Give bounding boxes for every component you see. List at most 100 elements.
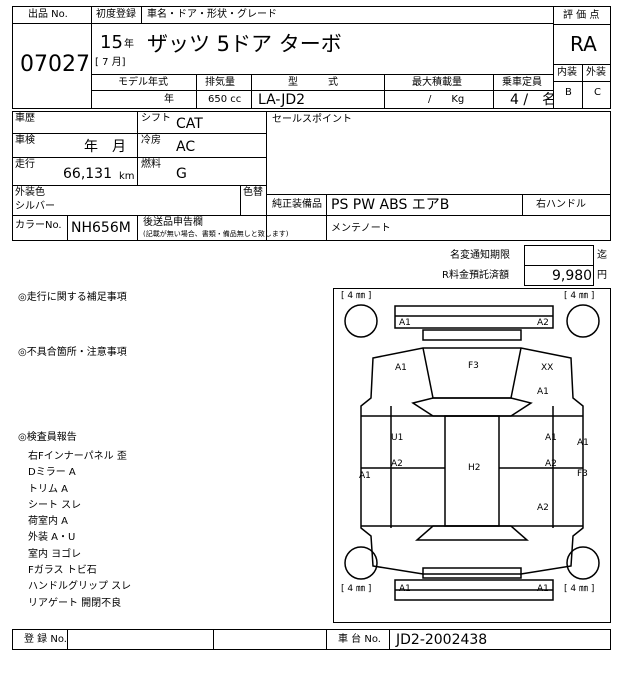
max-load-label: 最大積載量	[412, 77, 462, 88]
inspection-label: 車検	[15, 135, 35, 146]
recycle-value: 9,980	[552, 268, 593, 284]
recycle-label: R料金預託済額	[442, 270, 509, 281]
tire-depth-rear-left: [ 4 ㎜ ]	[341, 584, 371, 594]
score-value: RA	[570, 32, 597, 56]
mileage-unit: km	[119, 171, 135, 182]
type-label: 型 式	[288, 77, 338, 88]
rear-garnish	[422, 567, 522, 579]
rear-bumper-outline	[394, 579, 554, 601]
mileage-label: 走行	[15, 159, 35, 170]
inspector-item: 室内 ヨゴレ	[28, 548, 82, 560]
tire-depth-rear-right: [ 4 ㎜ ]	[564, 584, 594, 594]
inspector-item: 荷室内 A	[28, 516, 69, 528]
mark-right-front-door-a1: A1	[545, 433, 557, 443]
ext-color-value: シルバー	[15, 201, 55, 212]
aircon-label: 冷房	[141, 135, 161, 146]
sales-points-label: セールスポイント	[272, 114, 352, 125]
front-left-tire-icon	[344, 304, 378, 338]
score-label: 評 価 点	[563, 10, 600, 21]
steering-value: 右ハンドル	[536, 199, 586, 210]
color-no-label: カラーNo.	[15, 220, 62, 231]
equipment-value: PS PW ABS エアB	[331, 197, 450, 213]
chassis-label: 車 台 No.	[338, 634, 381, 645]
notice-unit: 迄	[597, 250, 607, 261]
body-outline	[360, 347, 584, 575]
fuel-label: 燃料	[141, 159, 161, 170]
equipment-label: 純正装備品	[272, 199, 322, 210]
inspector-item: Fガラス トビ石	[28, 565, 97, 577]
rear-window-outline	[415, 525, 529, 541]
mark-front-bumper-left: A1	[399, 318, 411, 328]
doc-note: (記載が無い場合、書類・備品無しと致します)	[143, 230, 289, 238]
inspector-item: シート スレ	[28, 499, 82, 511]
inspector-item: ハンドルグリップ スレ	[28, 581, 132, 593]
inspector-items: 右Fインナーパネル 歪 Dミラー A トリム A シート スレ 荷室内 A 外装…	[28, 447, 318, 610]
mark-windshield-right: F3	[577, 469, 588, 479]
front-grille	[422, 329, 522, 341]
exterior-grade: C	[594, 87, 601, 98]
inspector-item: 外装 A・U	[28, 532, 76, 544]
rear-left-tire-icon	[344, 546, 378, 580]
interior-grade: B	[565, 87, 572, 98]
first-reg-year: 15	[100, 32, 123, 53]
rear-right-tire-icon	[566, 546, 600, 580]
front-right-tire-icon	[566, 304, 600, 338]
aircon-value: AC	[176, 139, 196, 155]
chassis-value: JD2-2002438	[396, 632, 488, 648]
mark-roof: H2	[468, 463, 481, 473]
car-name-label: 車名・ドア・形状・グレード	[147, 9, 277, 20]
mark-right-fender: A1	[537, 387, 549, 397]
lot-no-label: 出品 No.	[28, 9, 68, 20]
front-bumper-outline	[394, 305, 554, 329]
mark-left-fender: A1	[395, 363, 407, 373]
first-reg-month: [ 7 月]	[95, 57, 126, 68]
mark-hood: F3	[468, 361, 479, 371]
doc-label: 後送品申告欄	[143, 217, 203, 228]
notice-label: 名変通知期限	[450, 250, 510, 261]
inspector-item: トリム A	[28, 483, 69, 495]
first-reg-label: 初度登録	[96, 9, 136, 20]
color-change-label: 色替	[243, 187, 263, 198]
mark-rear-bumper-right: A1	[537, 584, 549, 594]
color-no-value: NH656M	[71, 220, 131, 236]
interior-label: 内装	[557, 67, 577, 78]
car-diagram: [ 4 ㎜ ] [ 4 ㎜ ] [ 4 ㎜ ] [ 4 ㎜ ] A1 A2 A1…	[341, 291, 600, 601]
history-label: 車歴	[15, 113, 35, 124]
capacity-value: 4 / 名	[510, 92, 557, 108]
ext-color-label: 外装色	[15, 187, 45, 198]
hood-outline	[422, 347, 522, 399]
mark-front-bumper-right: A2	[537, 318, 549, 328]
doc-value: メンテノート	[331, 223, 391, 234]
displacement-value: 650 cc	[208, 94, 242, 105]
inspector-item: Dミラー A	[28, 467, 76, 479]
mark-left-front-door: A2	[391, 459, 403, 469]
defects-title: ◎不具合箇所・注意事項	[18, 347, 127, 358]
displacement-label: 排気量	[205, 77, 235, 88]
driving-title: ◎走行に関する補足事項	[18, 292, 127, 303]
shift-value: CAT	[176, 116, 203, 132]
inspector-title: ◎検査員報告	[18, 432, 77, 443]
model-year-unit: 年	[164, 94, 174, 105]
fuel-value: G	[176, 166, 187, 182]
year-unit: 年	[124, 39, 134, 50]
mark-left-rocker: A1	[359, 471, 371, 481]
tire-depth-front-right: [ 4 ㎜ ]	[564, 291, 594, 301]
mark-right-pillar: A1	[577, 438, 589, 448]
inspector-item: 右Fインナーパネル 歪	[28, 451, 127, 462]
inspection-value: 年 月	[84, 139, 126, 155]
mileage-value: 66,131	[63, 166, 112, 182]
tire-depth-front-left: [ 4 ㎜ ]	[341, 291, 371, 301]
mark-right-fender-xx: XX	[541, 363, 553, 373]
car-name: ザッツ 5ドア ターボ	[147, 32, 342, 56]
recycle-unit: 円	[597, 270, 607, 281]
inspector-item: リアゲート 開閉不良	[28, 597, 122, 609]
mark-rear-bumper-left: A1	[399, 584, 411, 594]
exterior-label: 外装	[586, 67, 606, 78]
lot-no: 07027	[20, 52, 90, 77]
shift-label: シフト	[141, 113, 171, 124]
model-year-label: モデル年式	[118, 77, 168, 88]
reg-no-label: 登 録 No.	[24, 634, 67, 645]
mark-right-front-door-a2: A2	[545, 459, 557, 469]
max-load-value: / Kg	[428, 94, 465, 105]
